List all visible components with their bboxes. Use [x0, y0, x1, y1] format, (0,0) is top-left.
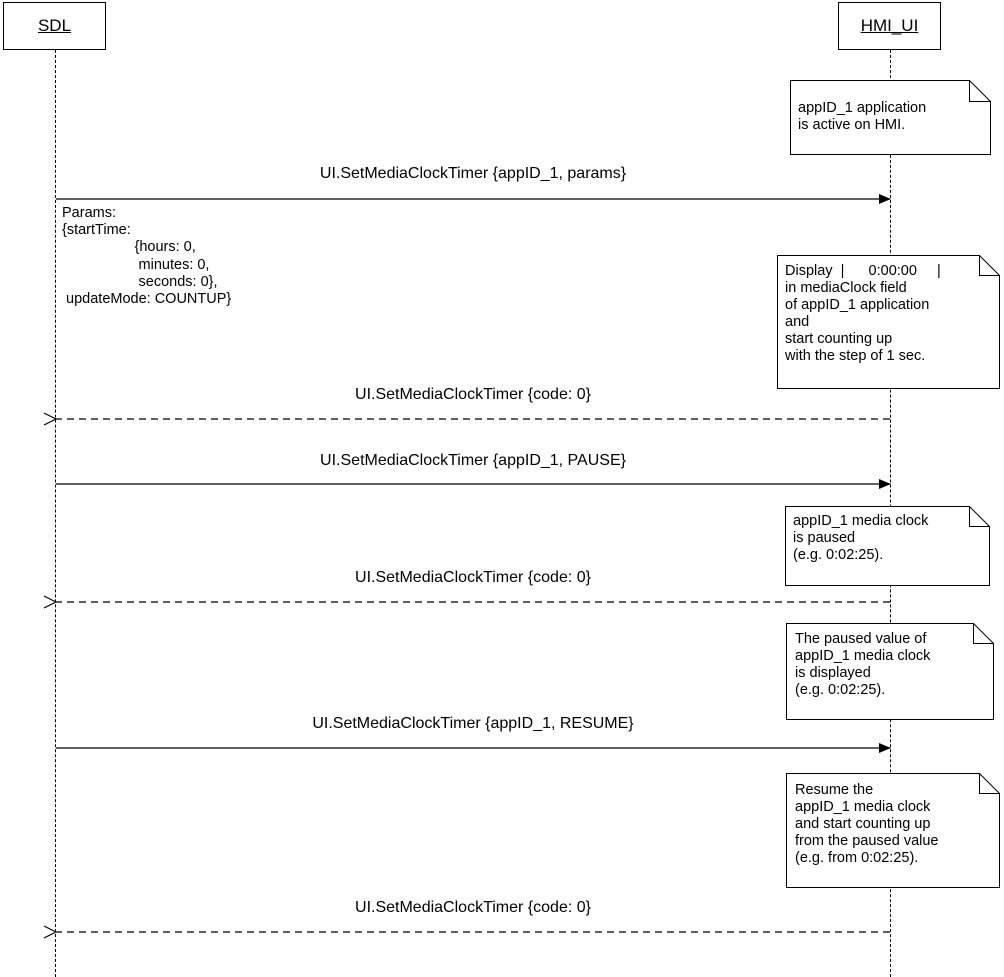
note-clock-paused: appID_1 media clock is paused (e.g. 0:02… [785, 506, 990, 586]
actor-sdl: SDL [3, 2, 106, 50]
note-shape-1 [790, 80, 991, 155]
lifeline-sdl [55, 50, 56, 977]
note-text-4: The paused value of appID_1 media clock … [795, 631, 931, 698]
message-label-5: UI.SetMediaClockTimer {appID_1, RESUME} [312, 715, 634, 732]
note-resume-clock: Resume the appID_1 media clock and start… [786, 773, 1000, 888]
actor-hmi-ui: HMI_UI [838, 2, 941, 50]
message-label-3: UI.SetMediaClockTimer {appID_1, PAUSE} [320, 452, 626, 469]
message-label-2: UI.SetMediaClockTimer {code: 0} [355, 386, 591, 403]
note-shape-3 [785, 506, 990, 586]
note-text-5: Resume the appID_1 media clock and start… [795, 782, 939, 866]
note-display-counting: Display | 0:00:00 | in mediaClock field … [777, 255, 1000, 389]
note-shape-4 [786, 623, 994, 720]
note-shape-2 [777, 255, 1000, 389]
note-text-3: appID_1 media clock is paused (e.g. 0:02… [793, 513, 929, 563]
message-label-1: UI.SetMediaClockTimer {appID_1, params} [319, 165, 627, 182]
actor-sdl-label: SDL [37, 16, 72, 35]
note-text-2: Display | 0:00:00 | in mediaClock field … [785, 263, 941, 364]
note-app-active: appID_1 application is active on HMI. [790, 80, 991, 155]
params-annotation: Params: {startTime: {hours: 0, minutes: … [62, 205, 232, 308]
note-shape-5 [786, 773, 1000, 888]
note-text-1: appID_1 application is active on HMI. [798, 100, 927, 133]
message-label-4: UI.SetMediaClockTimer {code: 0} [355, 569, 591, 586]
message-label-6: UI.SetMediaClockTimer {code: 0} [355, 899, 591, 916]
actor-hmi-ui-label: HMI_UI [860, 16, 919, 35]
note-paused-displayed: The paused value of appID_1 media clock … [786, 623, 994, 720]
